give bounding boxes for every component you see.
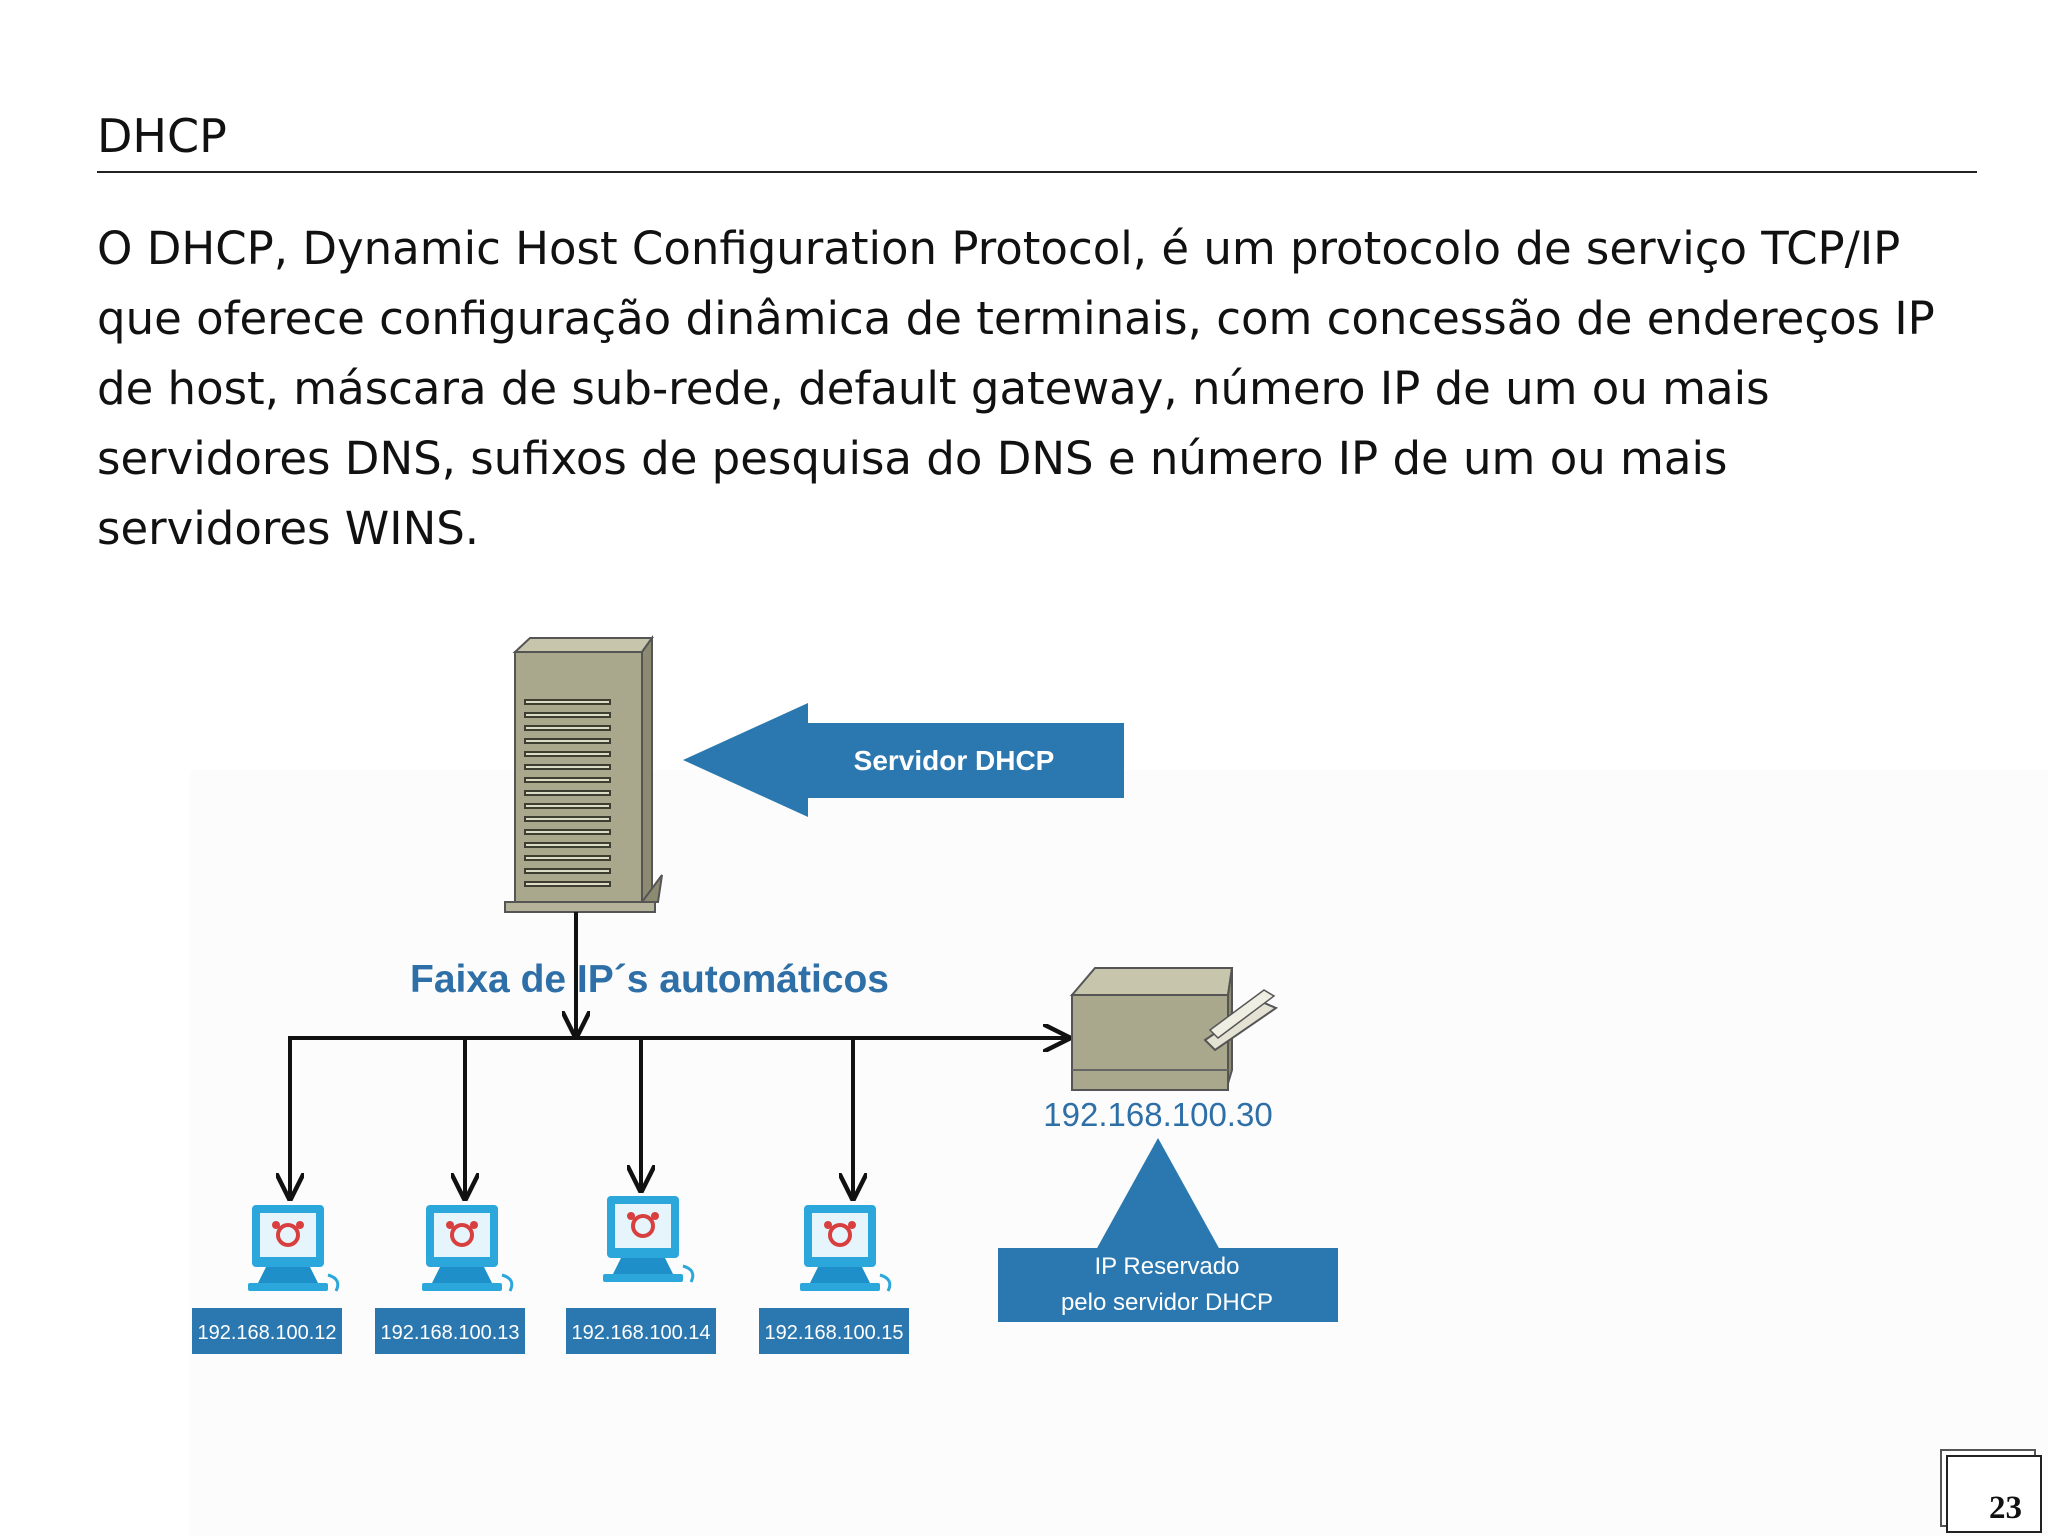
body-line: O DHCP, Dynamic Host Configuration Proto…	[97, 222, 1901, 275]
reserved-label-line2: pelo servidor DHCP	[1061, 1289, 1273, 1316]
range-label: Faixa de IP´s automáticos	[410, 958, 889, 1001]
client-ip-label: 192.168.100.15	[764, 1322, 903, 1344]
reserved-callout: IP Reservado pelo servidor DHCP	[998, 1138, 1338, 1322]
client-computer-1: 192.168.100.12	[192, 1203, 342, 1354]
client-computer-2: 192.168.100.13	[375, 1203, 525, 1354]
page-number-box: 23	[1946, 1455, 2042, 1533]
computer-icon	[420, 1203, 514, 1293]
diagram-background	[190, 770, 2048, 1536]
computer-icon	[798, 1203, 892, 1293]
reserved-label-line1: IP Reservado	[1095, 1253, 1240, 1280]
body-line: que oferece configuração dinâmica de ter…	[97, 292, 1935, 345]
network-lines	[288, 912, 1068, 1198]
server-icon	[504, 634, 663, 913]
client-ip-label: 192.168.100.13	[380, 1322, 519, 1344]
server-label-arrow: Servidor DHCP	[683, 703, 1124, 817]
body-paragraph: O DHCP, Dynamic Host Configuration Proto…	[97, 214, 2002, 564]
computer-icon	[601, 1194, 695, 1284]
client-ip-label: 192.168.100.12	[197, 1322, 336, 1344]
client-ip-label: 192.168.100.14	[571, 1322, 710, 1344]
server-label: Servidor DHCP	[854, 745, 1055, 776]
slide-title: DHCP	[97, 109, 227, 163]
body-line: de host, máscara de sub-rede, default ga…	[97, 362, 1770, 415]
title-divider	[97, 171, 1977, 173]
printer-ip-label: 192.168.100.30	[1043, 1096, 1272, 1133]
client-computer-3: 192.168.100.14	[566, 1194, 716, 1354]
client-computer-4: 192.168.100.15	[759, 1203, 909, 1354]
computer-icon	[246, 1203, 340, 1293]
page-number: 23	[1989, 1490, 2022, 1526]
body-line: servidores WINS.	[97, 502, 480, 555]
body-line: servidores DNS, sufixos de pesquisa do D…	[97, 432, 1728, 485]
printer-icon	[1069, 967, 1279, 1091]
